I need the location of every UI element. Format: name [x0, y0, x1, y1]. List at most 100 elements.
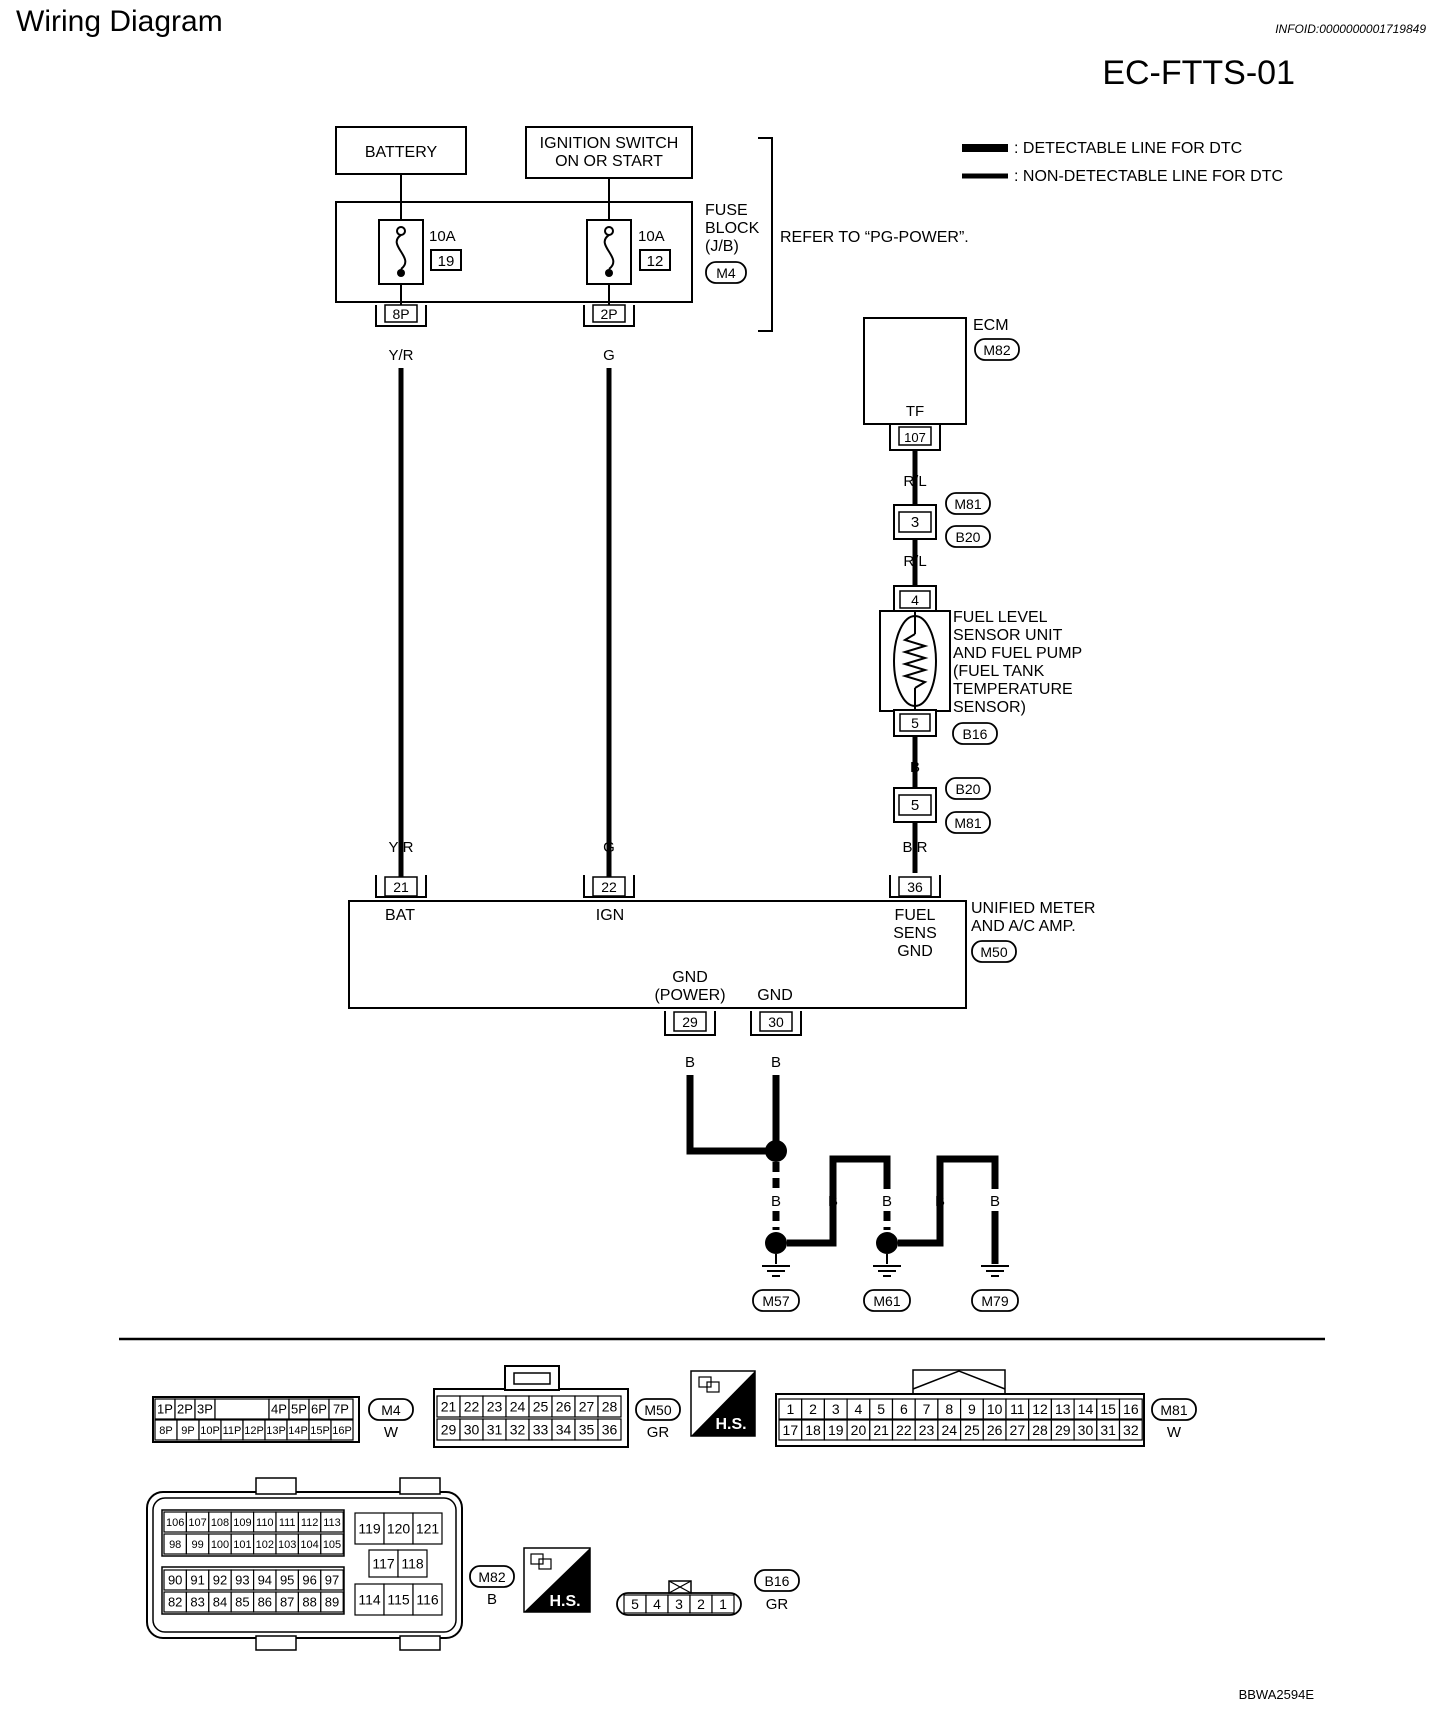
m50-pin: 34 [556, 1422, 572, 1438]
m82-pin: 101 [233, 1539, 251, 1551]
m82-pin: 120 [387, 1521, 411, 1537]
wire-color-g-top: G [603, 347, 615, 364]
m81-pin: 5 [877, 1401, 885, 1417]
m82-pin: 93 [235, 1573, 249, 1588]
ecm-box [863, 317, 967, 425]
b16-pin: 1 [719, 1596, 727, 1612]
meter-gnd-power-1: GND [672, 969, 708, 986]
joint-2-top: B20 [956, 781, 981, 797]
m81-pin: 3 [832, 1401, 840, 1417]
m82-pin: 103 [278, 1539, 296, 1551]
connector-m4-name: M4 [381, 1402, 401, 1418]
joint-1-top: M81 [954, 496, 981, 512]
m50-pin: 36 [602, 1422, 618, 1438]
ground-label-m79: M79 [981, 1293, 1008, 1309]
harness-side-icon-2: H.S. [523, 1547, 591, 1613]
m81-pin: 27 [1010, 1422, 1026, 1438]
m82-pin: 85 [235, 1595, 249, 1610]
m4-pin: 1P [157, 1402, 173, 1417]
b16-cell [711, 1594, 735, 1614]
m81-cell [1118, 1398, 1143, 1420]
b16-pin: 2 [697, 1596, 705, 1612]
m50-pin: 31 [487, 1422, 503, 1438]
m81-pin: 26 [987, 1422, 1003, 1438]
meter-label-ign: IGN [596, 907, 624, 924]
refer-text: REFER TO “PG-POWER”. [780, 229, 969, 246]
m4-cell [214, 1398, 270, 1420]
m82-pin: 121 [416, 1521, 440, 1537]
meter-pin-30: 30 [768, 1014, 784, 1030]
sensor-label-6: SENSOR) [953, 699, 1026, 716]
m50-pin: 23 [487, 1399, 503, 1415]
m81-pin: 20 [851, 1422, 867, 1438]
m50-pin: 29 [441, 1422, 457, 1438]
m81-pin: 30 [1078, 1422, 1094, 1438]
m82-pin: 118 [401, 1556, 424, 1572]
m82-pin: 116 [416, 1592, 439, 1608]
m82-pin: 94 [258, 1573, 272, 1588]
m4-pin: 3P [197, 1402, 213, 1417]
wire-color-b-g2b: B [935, 1193, 945, 1210]
m82-pin: 96 [302, 1573, 316, 1588]
m81-pin: 2 [809, 1401, 817, 1417]
terminal-8p-label: 8P [392, 306, 409, 322]
m82-pin: 111 [279, 1517, 296, 1529]
page-title: Wiring Diagram [16, 5, 223, 38]
fuse-block-label-3: (J/B) [705, 238, 739, 255]
m4-pin: 15P [310, 1425, 330, 1437]
m81-pin: 16 [1123, 1401, 1139, 1417]
b16-pin: 5 [631, 1596, 639, 1612]
hs-label-1: H.S. [715, 1416, 746, 1433]
meter-label-bat: BAT [385, 907, 415, 924]
meter-pin-21: 21 [393, 879, 409, 895]
ecm-terminal-name: TF [906, 403, 924, 420]
m50-pin: 22 [464, 1399, 480, 1415]
m82-pin: 89 [325, 1595, 339, 1610]
connector-m50-name: M50 [644, 1402, 671, 1418]
m82-pin: 82 [168, 1595, 182, 1610]
m82-cell [412, 1583, 443, 1616]
m82-cell [412, 1512, 443, 1545]
m82-pin: 95 [280, 1573, 294, 1588]
sensor-label-5: TEMPERATURE [953, 681, 1073, 698]
m4-pin: 16P [332, 1425, 352, 1437]
m82-pin: 98 [169, 1539, 181, 1551]
m4-pin: 4P [271, 1402, 287, 1417]
fuse-19-amp: 10A [429, 228, 456, 245]
m81-pin: 23 [919, 1422, 935, 1438]
connector-b16-name: B16 [765, 1573, 790, 1589]
m81-pin: 1 [786, 1401, 794, 1417]
fuse-19-number: 19 [438, 253, 455, 270]
m81-pin: 28 [1032, 1422, 1048, 1438]
m50-pin: 33 [533, 1422, 549, 1438]
unified-meter-box [348, 900, 967, 1009]
meter-pin-29: 29 [682, 1014, 698, 1030]
m82-pin: 105 [323, 1539, 341, 1551]
connector-m81-name: M81 [1160, 1402, 1187, 1418]
m81-pin: 17 [783, 1422, 799, 1438]
wire-color-b-g2: B [882, 1193, 892, 1210]
m81-pin: 10 [987, 1401, 1003, 1417]
wire-color-b-g1: B [771, 1193, 781, 1210]
m82-cell [320, 1511, 344, 1533]
m4-pin: 13P [266, 1425, 286, 1437]
ground-label-m57: M57 [762, 1293, 789, 1309]
ground-symbol-m61 [873, 1265, 901, 1277]
joint-2-pin: 5 [911, 797, 919, 814]
m50-pin: 26 [556, 1399, 572, 1415]
m81-pin: 14 [1078, 1401, 1094, 1417]
m81-pin: 19 [828, 1422, 844, 1438]
m4-pin: 5P [291, 1402, 307, 1417]
info-id: INFOID:0000000001719849 [1275, 22, 1426, 36]
m82-pin: 91 [190, 1573, 204, 1588]
m81-cell [1118, 1419, 1143, 1441]
footer-code: BBWA2594E [1239, 1687, 1315, 1702]
m4-pin: 6P [311, 1402, 327, 1417]
legend-non-detectable: : NON-DETECTABLE LINE FOR DTC [1014, 168, 1283, 185]
b16-pin: 4 [653, 1596, 661, 1612]
ecm-connector: M82 [983, 342, 1010, 358]
